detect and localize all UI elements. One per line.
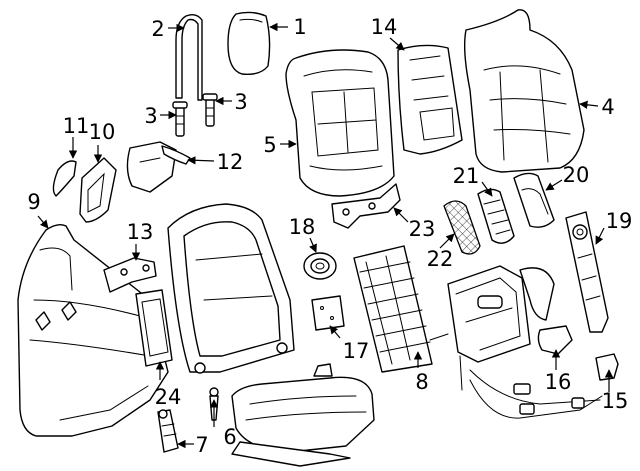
leader-19	[595, 227, 605, 245]
part-8-spring-mat	[353, 245, 449, 373]
leader-4	[579, 100, 599, 110]
callout-13: 13	[127, 220, 154, 244]
callout-2: 2	[151, 17, 164, 41]
wiring-harness	[469, 379, 603, 419]
callout-12: 12	[217, 150, 244, 174]
callout-3-left: 3	[144, 104, 157, 128]
part-5-back-cushion-pad	[285, 49, 395, 197]
part-9-outer-side-shield	[17, 223, 169, 437]
callout-18: 18	[289, 215, 316, 239]
part-3-guide-sleeve-left	[172, 101, 188, 137]
leader-9	[37, 215, 49, 229]
callout-24: 24	[155, 385, 182, 409]
leader-lines	[37, 22, 614, 449]
callout-19: 19	[606, 209, 633, 233]
part-4-back-cover	[463, 9, 585, 173]
part-19-side-panel	[565, 211, 609, 333]
part-12-switch-shield	[126, 141, 191, 193]
leader-21	[481, 181, 493, 197]
callout-8: 8	[415, 370, 428, 394]
callout-6: 6	[223, 425, 236, 449]
leader-20	[545, 179, 563, 191]
callout-11: 11	[63, 114, 90, 138]
callout-17: 17	[343, 339, 370, 363]
callout-21: 21	[453, 164, 480, 188]
part-14-back-panel-insert	[397, 44, 463, 155]
callout-20: 20	[563, 163, 590, 187]
leader-17	[329, 325, 341, 339]
part-7-motor	[157, 409, 179, 453]
callout-22: 22	[427, 247, 454, 271]
callout-7: 7	[195, 433, 208, 457]
callout-9: 9	[27, 190, 40, 214]
callout-10: 10	[89, 120, 116, 144]
part-21-vent	[477, 188, 515, 244]
part-16-bezel	[537, 325, 573, 355]
part-1-headrest-pad	[227, 11, 271, 76]
leader-14	[389, 37, 405, 51]
callout-15: 15	[602, 389, 629, 413]
part-24-switch-insert	[135, 289, 173, 367]
part-13-bracket	[103, 257, 157, 293]
seat-cushion-frame	[231, 363, 375, 467]
leader-23	[393, 207, 409, 223]
part-18-grommet	[303, 252, 337, 280]
part-17-pad	[311, 295, 345, 331]
part-20-switch	[513, 172, 555, 228]
part-23-lumbar-bracket	[331, 183, 401, 229]
callout-labels: 1 2 3 3 4 5 6 7 8 9 10 11 12 13 14 15 16…	[27, 15, 632, 457]
callout-5: 5	[263, 133, 276, 157]
callout-4: 4	[601, 95, 614, 119]
callout-3-right: 3	[234, 90, 247, 114]
seat-control-module	[447, 265, 601, 405]
leader-18	[309, 237, 317, 253]
callout-14: 14	[371, 15, 398, 39]
leader-22	[439, 233, 455, 249]
callout-23: 23	[409, 217, 436, 241]
part-11-trim-strip	[52, 160, 77, 197]
part-15-connector-clip	[595, 353, 619, 381]
callout-16: 16	[545, 370, 572, 394]
part-3-guide-sleeve-right	[202, 93, 218, 127]
part-22-mesh-pad	[443, 200, 481, 255]
part-10-side-bezel	[79, 157, 117, 223]
leader-12	[187, 156, 215, 165]
callout-1: 1	[293, 15, 306, 39]
seat-back-frame	[167, 203, 295, 374]
